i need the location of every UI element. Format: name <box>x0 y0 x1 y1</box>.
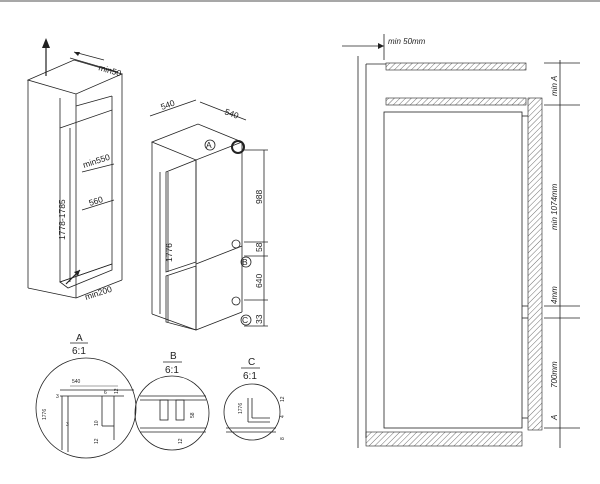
detail-c-letter: C <box>248 357 255 368</box>
detail-a-dim-4: 12 <box>114 388 120 394</box>
detail-a-dim-5: 1776 <box>42 409 48 420</box>
detail-b-scale: 6:1 <box>165 365 179 376</box>
appliance-gap-label: 58 <box>254 242 264 252</box>
detail-a-dim-7: 12 <box>94 438 100 444</box>
detail-a: A 6:1 540 3 6 12 1776 3 12 10 <box>35 333 137 459</box>
section-gap-label: 4mm <box>550 286 559 304</box>
detail-a-letter: A <box>76 333 83 344</box>
callout-b-label: B <box>242 257 248 267</box>
detail-c-dim-2: 12 <box>280 396 286 402</box>
detail-c-scale: 6:1 <box>243 371 257 382</box>
appliance-lower-height-label: 640 <box>254 274 264 288</box>
detail-c-dim-4: 8 <box>280 437 286 440</box>
callout-a-label: A <box>206 140 212 150</box>
cabinet-isometric: min50 1778-1785 min550 560 min200 <box>26 38 124 302</box>
appliance-depth-label: 540 <box>223 106 240 120</box>
cabinet-min-vent-label: min200 <box>84 284 114 302</box>
cabinet-depth-label: 560 <box>88 194 105 208</box>
detail-a-dim-3: 6 <box>104 390 107 396</box>
detail-b: B 6:1 58 12 <box>134 351 210 451</box>
detail-b-letter: B <box>170 351 177 362</box>
section-min-mid-label: min 1074mm <box>550 183 559 230</box>
section-a-bottom-label: A <box>550 415 559 421</box>
section-min-a-label: min A <box>550 76 559 96</box>
cabinet-min-top-label: min50 <box>97 62 122 78</box>
detail-b-dim-2: 12 <box>178 438 184 444</box>
section-lower-label: 700mm <box>550 361 559 388</box>
cabinet-min-depth-label: min550 <box>82 152 112 170</box>
appliance-height-label: 1776 <box>164 243 174 262</box>
section-min-top-label: min 50mm <box>388 37 426 46</box>
appliance-width-label: 540 <box>159 98 176 112</box>
detail-a-dim-1: 540 <box>72 379 81 385</box>
cabinet-height-label: 1778-1785 <box>57 199 67 240</box>
detail-c: C 6:1 1776 12 4 8 <box>223 357 286 441</box>
detail-a-dim-2: 3 <box>56 394 59 400</box>
detail-a-dim-6: 3 <box>66 422 69 428</box>
section-view: min 50mm min A min 1074mm 4mm 700mm A <box>342 34 580 448</box>
callout-c-label: C <box>242 315 248 325</box>
appliance-upper-height-label: 988 <box>254 190 264 204</box>
detail-c-dim-3: 4 <box>280 415 286 418</box>
detail-a-dim-8: 10 <box>94 420 100 426</box>
appliance-bottom-label: 33 <box>254 314 264 324</box>
detail-a-scale: 6:1 <box>72 346 86 357</box>
appliance-isometric: 540 540 1776 988 58 640 33 A B C <box>149 98 268 331</box>
detail-c-dim-1: 1776 <box>238 403 244 414</box>
detail-b-dim-1: 58 <box>190 412 196 418</box>
